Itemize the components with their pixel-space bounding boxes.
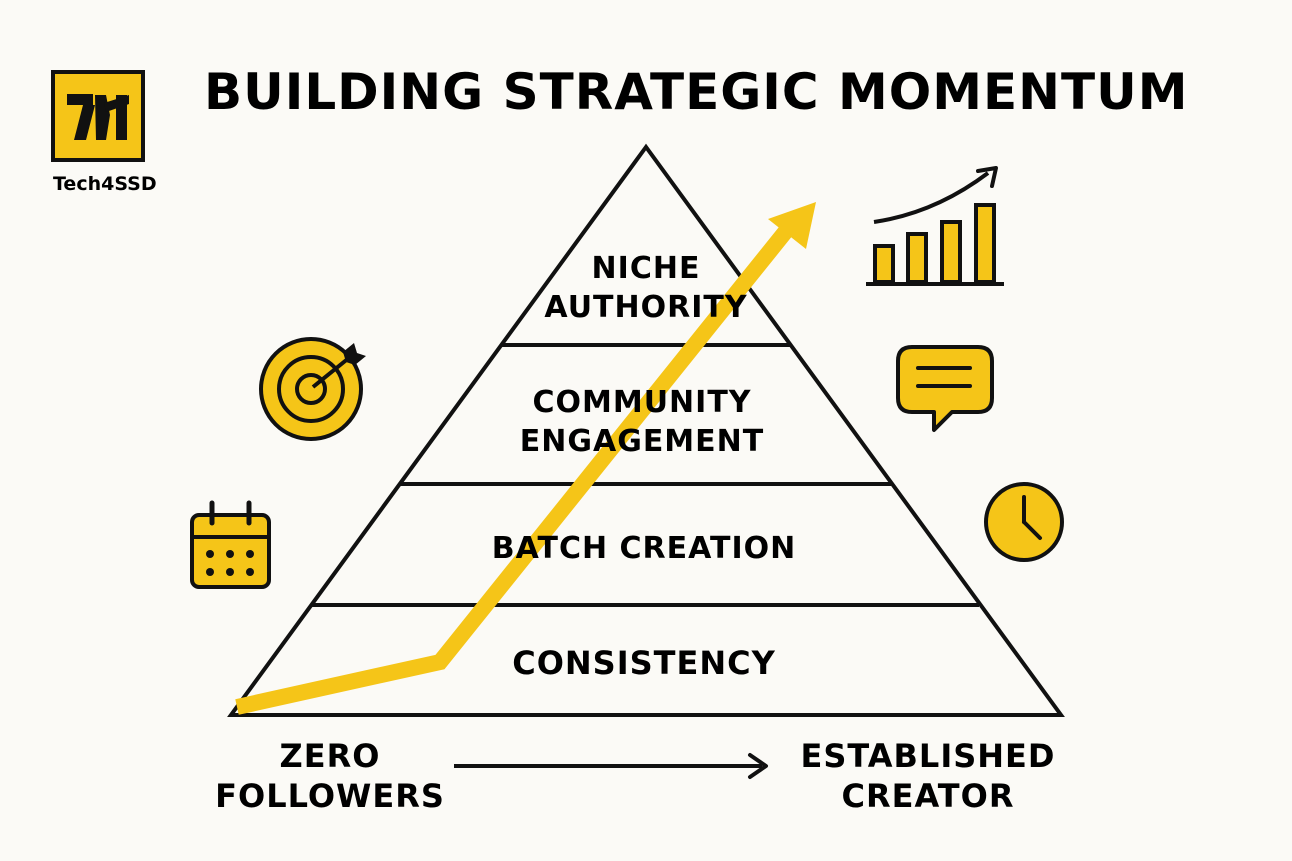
layer-label: COMMUNITY [532,385,751,420]
pyramid-outline [227,143,1065,717]
layer-batch-creation: BATCH CREATION [492,531,797,566]
start-label: ZERO [280,737,381,775]
growth-arrow-head [768,202,816,249]
logo-box [51,70,145,162]
layer-niche-authority: NICHE AUTHORITY [544,251,747,325]
logo-icon [67,94,129,140]
pyramid [227,143,1065,717]
layer-label: BATCH CREATION [492,531,797,566]
brand-logo: Tech4SSD [51,70,157,195]
end-label: ESTABLISHED [801,737,1056,775]
chat-bubble-icon [896,345,994,432]
brand-name: Tech4SSD [53,173,157,195]
layer-label: CONSISTENCY [512,644,776,682]
calendar-icon [190,500,271,589]
layer-label: NICHE [592,251,701,286]
progression-end: ESTABLISHED CREATOR [801,737,1056,815]
layer-label: ENGAGEMENT [520,424,764,459]
progression-start: ZERO FOLLOWERS [215,737,445,815]
end-label: CREATOR [842,777,1015,815]
target-icon [259,337,366,441]
page-title: BUILDING STRATEGIC MOMENTUM [204,63,1189,121]
layer-consistency: CONSISTENCY [512,644,776,682]
layer-community-engagement: COMMUNITY ENGAGEMENT [520,385,764,459]
start-label: FOLLOWERS [215,777,445,815]
growth-arrow [235,202,816,715]
growth-arrow-line [235,220,797,715]
progression-arrow [454,753,768,779]
clock-icon [984,482,1064,562]
layer-label: AUTHORITY [544,290,747,325]
bar-chart-icon [866,166,1004,286]
